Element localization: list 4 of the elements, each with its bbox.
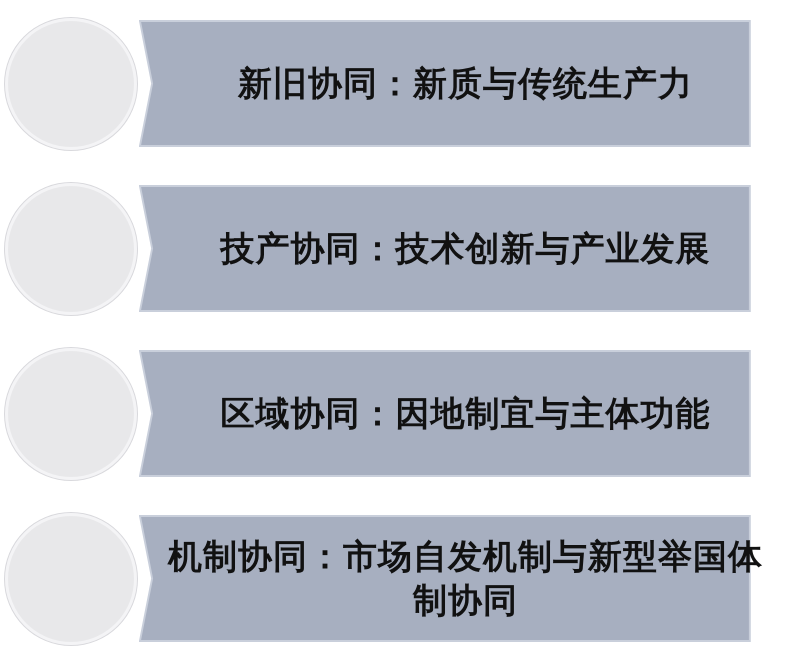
band-text: 机制协同：市场自发机制与新型举国体制协同: [166, 536, 764, 622]
band-text: 技产协同：技术创新与产业发展: [218, 228, 712, 270]
band-text: 新旧协同：新质与传统生产力: [236, 62, 694, 106]
band-text: 区域协同：因地制宜与主体功能: [220, 392, 712, 436]
